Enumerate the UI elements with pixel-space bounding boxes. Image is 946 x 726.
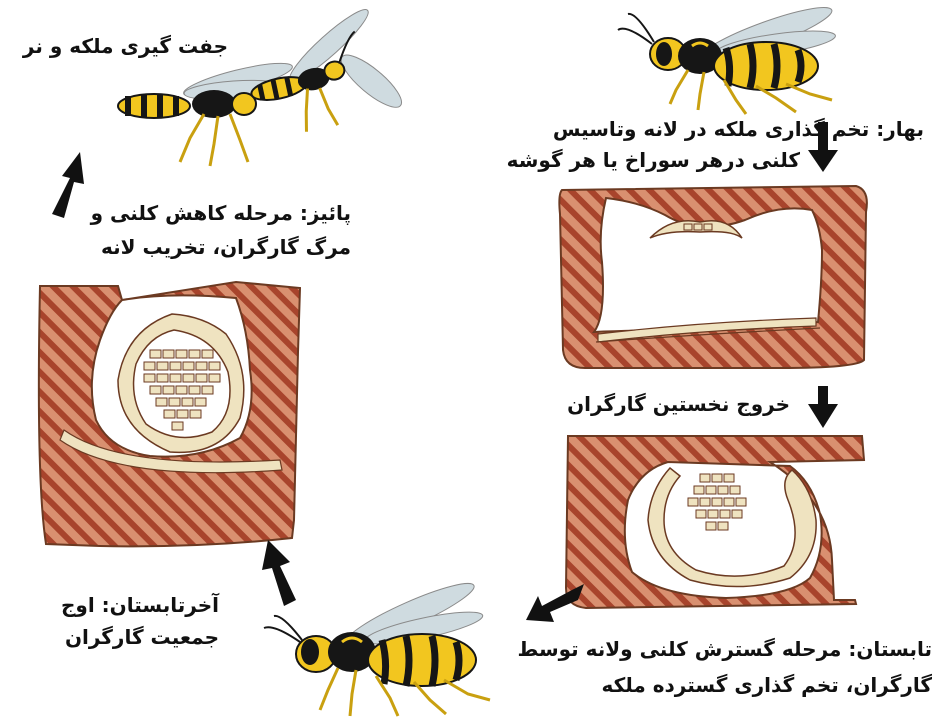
comb-large — [118, 314, 244, 452]
down-arrow-icon — [808, 386, 838, 428]
label-spring-line2: کلنی درهر سوراخ یا هر گوشه — [507, 145, 800, 175]
wasp-icon — [618, 0, 837, 114]
up-arrow-icon — [52, 152, 84, 218]
wasp-icon — [264, 575, 490, 716]
nest-first-workers — [566, 436, 864, 608]
label-summer-line2: گارگران، تخم گذاری گسترده ملکه — [601, 670, 932, 700]
label-summer-line1: تابستان: مرحله گسترش کلنی ولانه توسط — [518, 634, 932, 664]
nest-autumn — [39, 282, 300, 546]
label-autumn-line2: مرگ گارگران، تخریب لانه — [101, 232, 351, 262]
wasp-mating-pair — [118, 0, 411, 166]
label-autumn-line1: پائیز: مرحله کاهش کلنی و — [91, 198, 351, 228]
nest-spring — [559, 186, 867, 368]
label-late-summer-line1: آخرتابستان: اوج — [61, 590, 219, 620]
label-first-workers: خروج نخستین گارگران — [567, 389, 790, 419]
label-mating: جفت گیری ملکه و نر — [23, 31, 228, 61]
label-late-summer-line2: جمعیت گارگران — [65, 622, 219, 652]
up-arrow-icon — [262, 540, 296, 606]
label-spring-line1: بهار: تخم گذاری ملکه در لانه وتاسیس — [553, 114, 924, 144]
comb-medium — [648, 468, 816, 587]
